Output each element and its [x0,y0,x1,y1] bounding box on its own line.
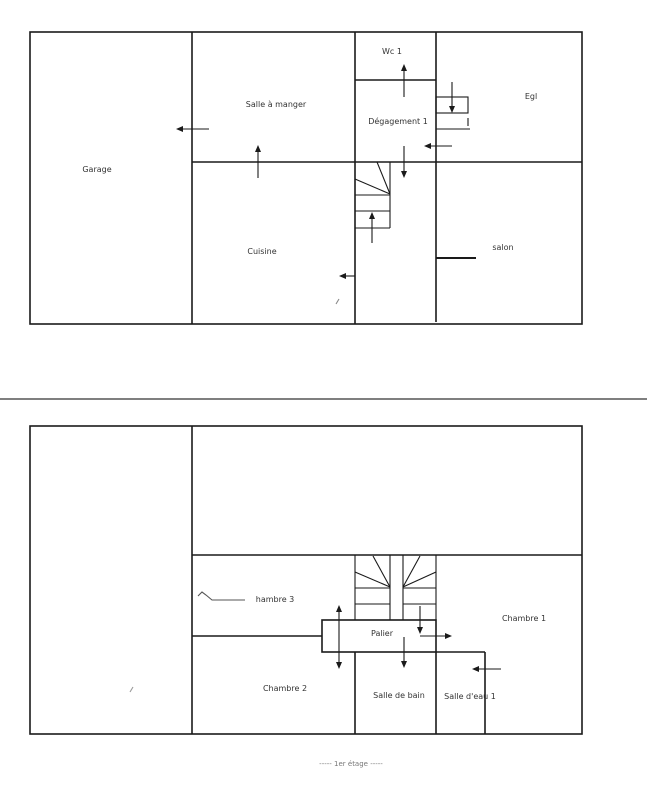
room-label-cuisine: Cuisine [247,247,277,256]
first-floor-plan [29,425,583,735]
room-label-chambre3: hambre 3 [255,595,295,604]
room-label-chambre1: Chambre 1 [501,614,547,623]
ground-floor-outer-wall [29,31,583,325]
first-floor-outer-wall [29,425,583,735]
room-label-salle-deau1: Salle d'eau 1 [444,692,496,701]
ground-floor-plan [29,31,583,325]
room-label-salle-a-manger: Salle à manger [245,100,307,109]
room-label-palier: Palier [370,629,394,638]
room-label-wc1: Wc 1 [382,47,402,56]
staircase-first [354,555,437,620]
room-label-chambre2: Chambre 2 [262,684,308,693]
room-label-garage: Garage [82,165,112,174]
room-label-egl: Egl [524,92,538,101]
floor-caption: ----- 1er étage ----- [319,760,383,768]
door-arrows-ground [176,64,455,305]
door-arrows-first [129,605,501,693]
room-label-degagement1: Dégagement 1 [368,117,428,126]
room-label-salle-de-bain: Salle de bain [373,691,425,700]
room-label-salon: salon [492,243,514,252]
